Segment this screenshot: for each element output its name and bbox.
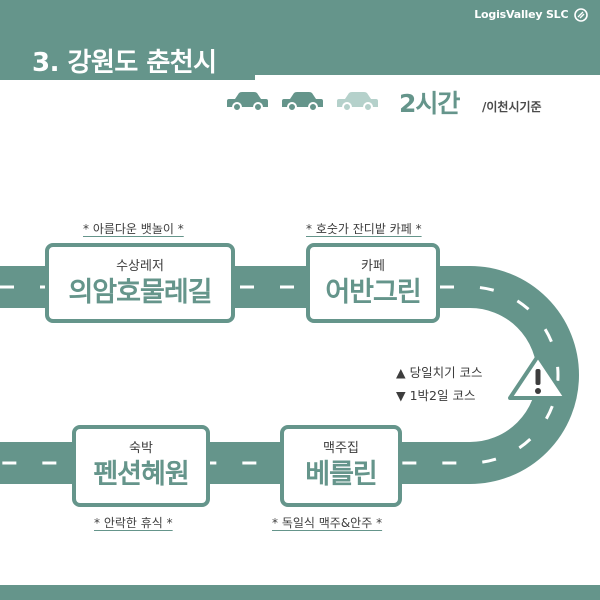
car-icon <box>337 92 378 112</box>
page-title: 3. 강원도 춘천시 <box>32 48 217 78</box>
stop-name: 의암호물레길 <box>68 277 212 308</box>
car-icon <box>227 92 268 112</box>
brand-logo: LogisValley SLC <box>474 8 588 22</box>
title-tab <box>0 40 255 80</box>
stop-caption: * 안락한 휴식 * <box>94 516 173 530</box>
warning-triangle-icon <box>508 354 568 400</box>
stop-name: 베를린 <box>305 459 378 490</box>
stop-name: 어반그린 <box>325 277 421 308</box>
stop-category: 맥주집 <box>323 441 359 456</box>
stop-card: 카페 어반그린 <box>306 243 440 323</box>
travel-time-reference: /이천시기준 <box>482 100 542 114</box>
stop-name: 펜션혜원 <box>93 459 189 490</box>
brand-mark-icon <box>574 8 588 22</box>
footer-bar <box>0 585 600 600</box>
stop-caption: * 아름다운 뱃놀이 * <box>83 222 184 236</box>
car-icon <box>282 92 323 112</box>
stop-category: 숙박 <box>129 441 153 456</box>
stop-card: 수상레저 의암호물레길 <box>45 243 235 323</box>
brand-name: LogisValley SLC <box>474 8 569 21</box>
travel-time-cars <box>227 92 378 112</box>
stop-category: 수상레저 <box>116 259 164 274</box>
stop-card: 맥주집 베를린 <box>280 425 402 507</box>
stop-category: 카페 <box>361 259 385 274</box>
travel-time: 2시간 <box>399 89 460 118</box>
legend-overnight: ▼ 1박2일 코스 <box>396 388 476 403</box>
stop-caption: * 호숫가 잔디밭 카페 * <box>306 222 422 236</box>
legend-day-trip: ▲ 당일치기 코스 <box>396 365 483 380</box>
stop-card: 숙박 펜션혜원 <box>72 425 210 507</box>
stop-caption: * 독일식 맥주&안주 * <box>272 516 383 530</box>
